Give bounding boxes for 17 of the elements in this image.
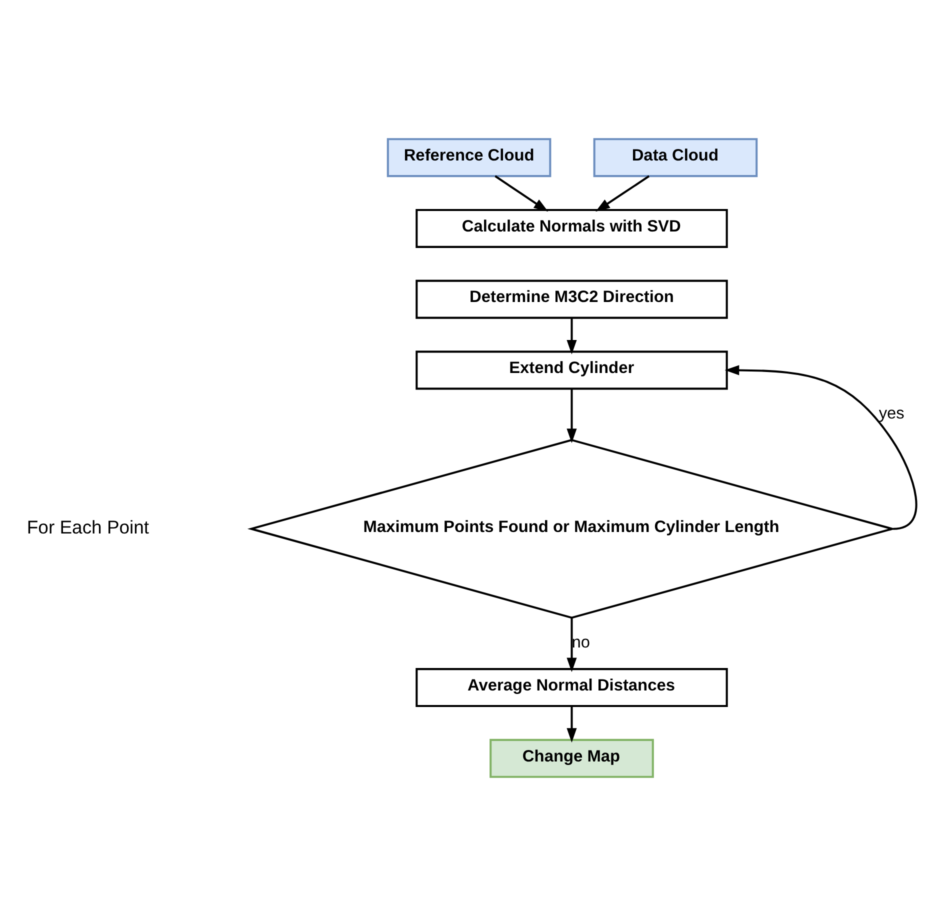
node-box: Calculate Normals with SVD	[416, 208, 728, 248]
arrow	[566, 617, 577, 672]
label: For Each Point	[26, 516, 150, 537]
arrow	[494, 174, 548, 212]
node-box: Average Normal Distances	[416, 668, 728, 707]
node-box: Determine M3C2 Direction	[416, 279, 728, 318]
node-box: Reference Cloud	[386, 138, 552, 177]
arrow	[566, 388, 577, 443]
arrow	[596, 174, 650, 212]
edge-label: yes	[878, 404, 904, 422]
arrow	[724, 364, 918, 530]
node-box: Change Map	[490, 738, 654, 778]
node-box: Extend Cylinder	[416, 350, 728, 390]
arrow	[566, 318, 577, 354]
node-box: Data Cloud	[593, 138, 758, 177]
edge-label: no	[572, 632, 590, 651]
arrow	[566, 706, 577, 742]
